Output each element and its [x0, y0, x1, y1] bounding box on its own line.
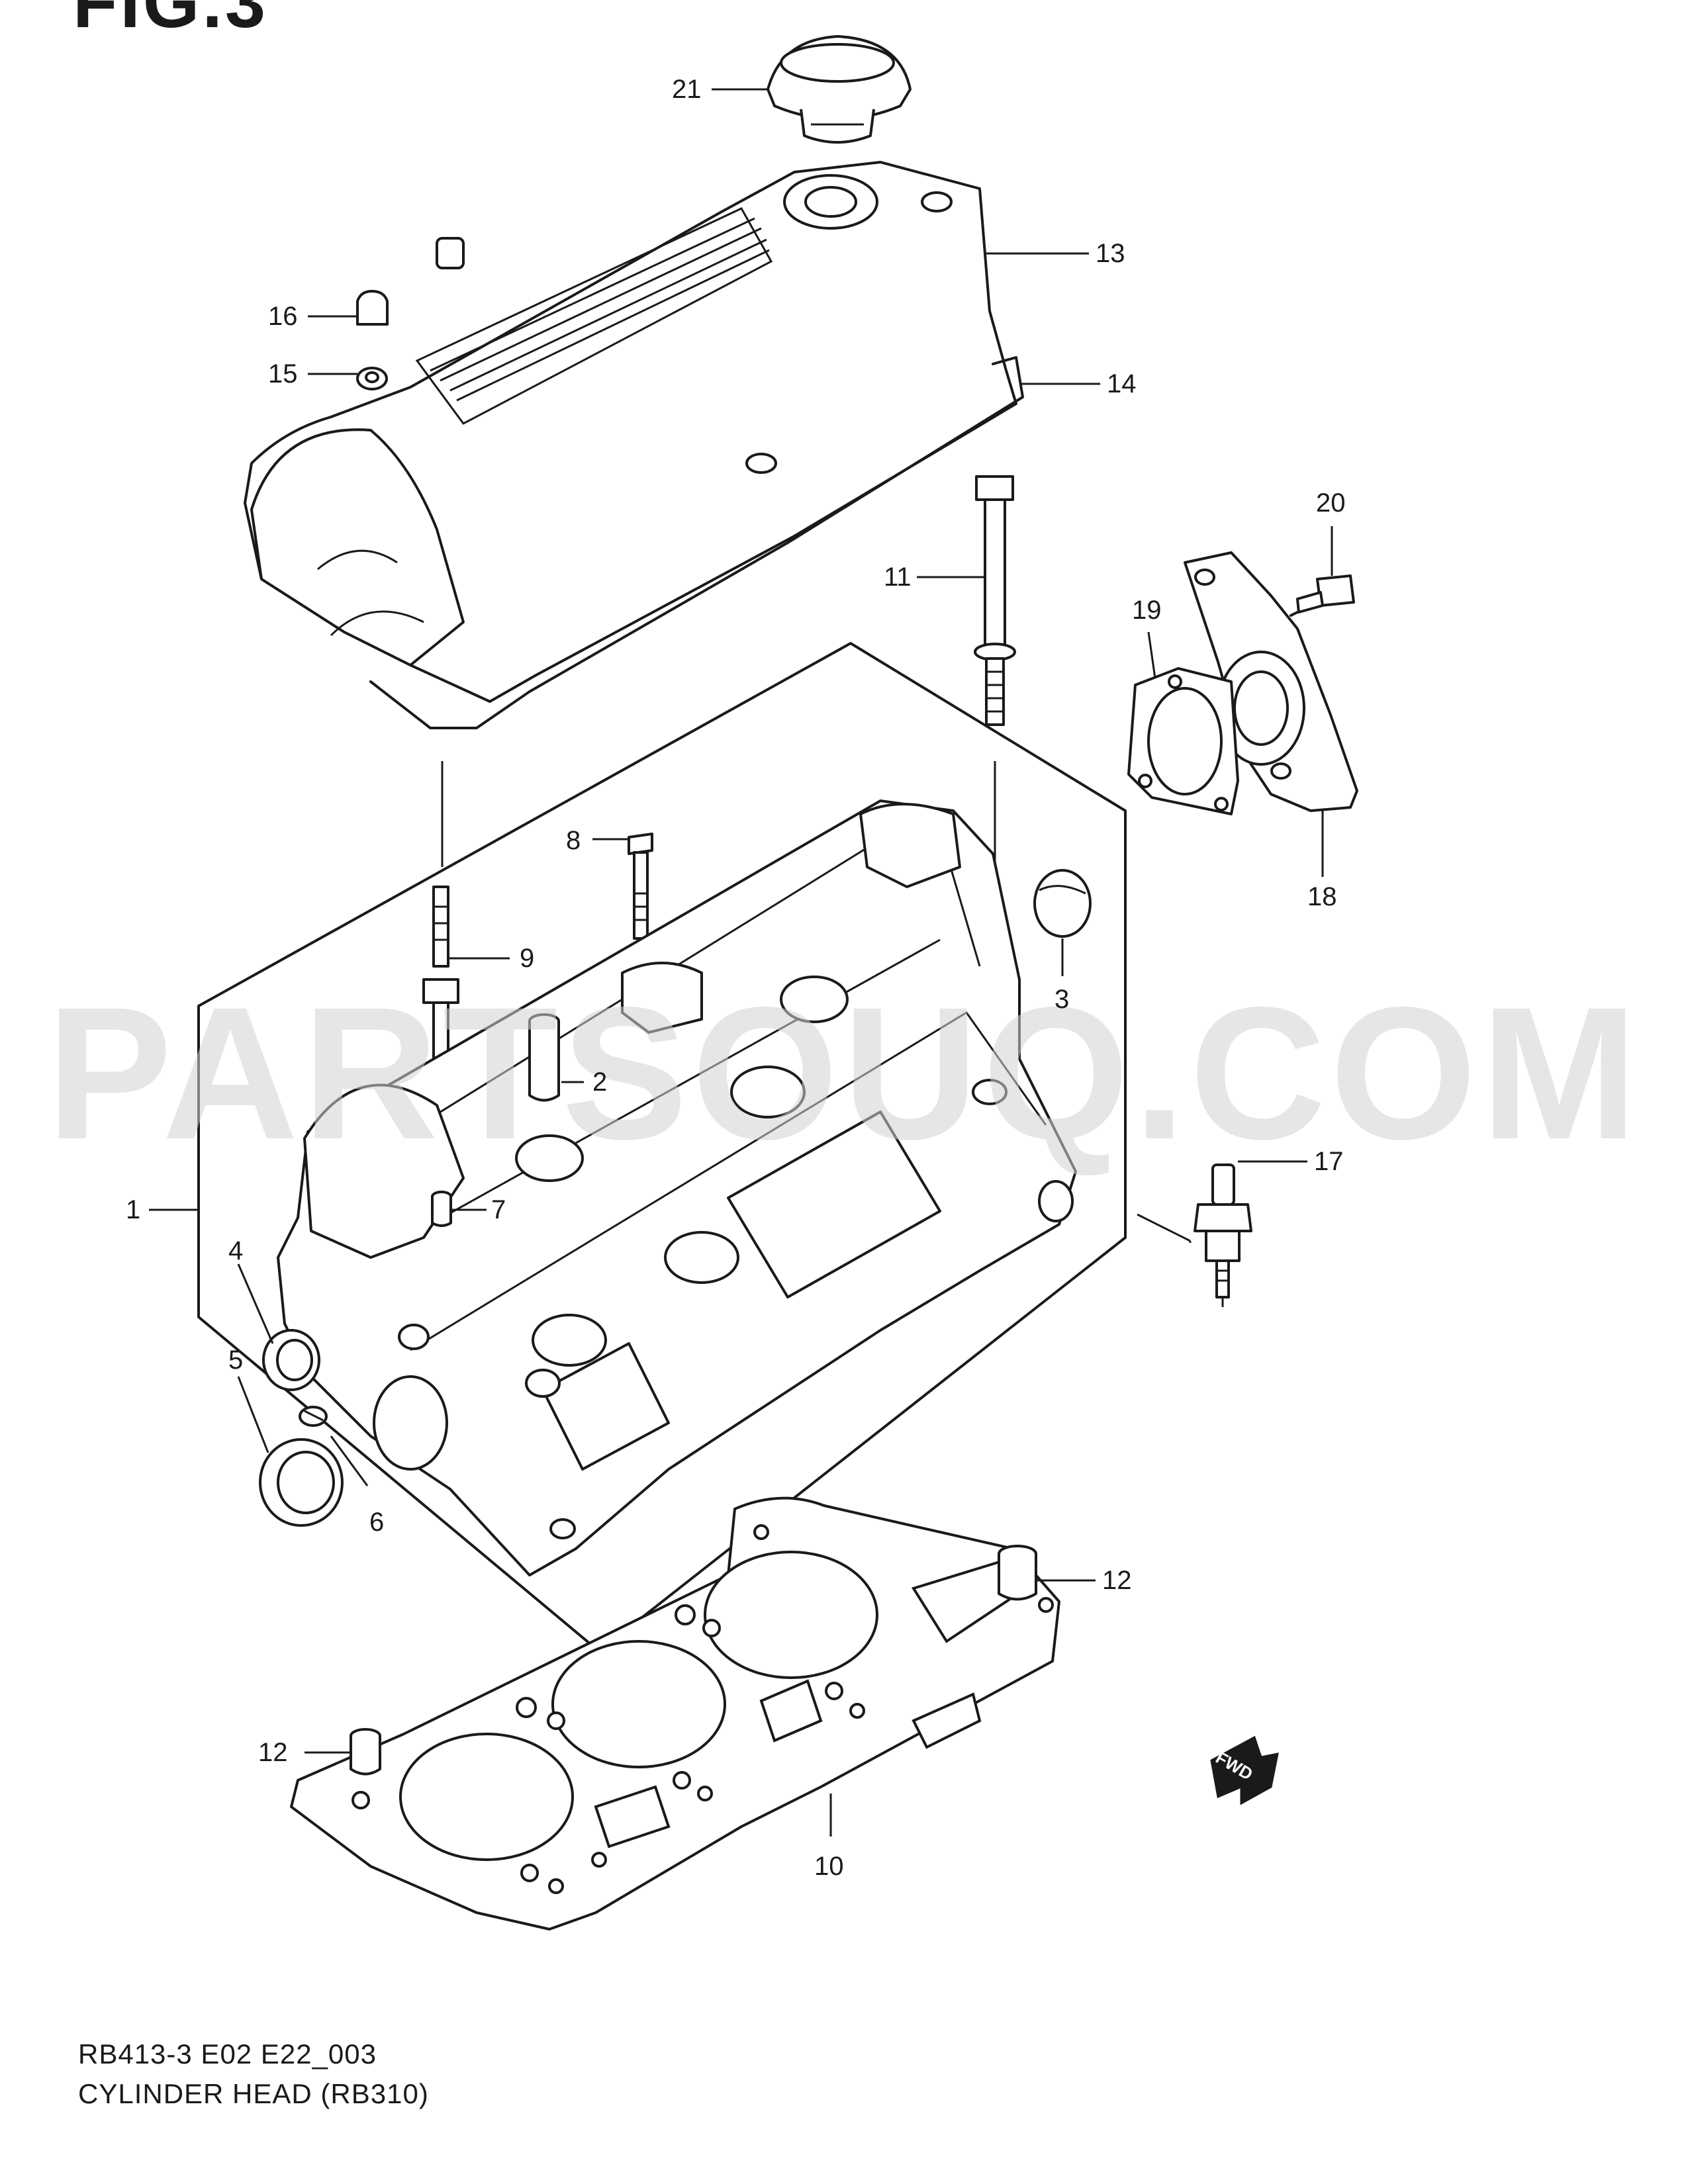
callout-18: 18: [1307, 882, 1337, 911]
callout-16: 16: [268, 302, 298, 331]
head-cover-gasket: [369, 356, 1024, 729]
leader-lines: [149, 88, 1333, 1837]
forward-arrow-icon: [1210, 1735, 1279, 1805]
callout-10: 10: [814, 1852, 844, 1881]
cylinder-head: [277, 799, 1077, 1576]
camshaft-seal: [259, 1438, 344, 1527]
callout-13: 13: [1096, 239, 1125, 268]
pin: [431, 1191, 452, 1227]
figure-label: FIG.3: [73, 0, 269, 43]
housing-bolt: [1289, 574, 1355, 617]
cylinder-head-cover: [244, 161, 1017, 703]
callout-21: 21: [672, 75, 702, 104]
diagram-code: RB413-3 E02 E22_003: [78, 2038, 377, 2070]
oil-filler-cap: [767, 35, 912, 144]
callout-3: 3: [1055, 985, 1070, 1014]
callout-6: 6: [369, 1508, 385, 1537]
diagram-title: CYLINDER HEAD (RB310): [78, 2078, 429, 2109]
callout-9: 9: [520, 944, 535, 973]
seal-washer: [356, 367, 388, 390]
callout-17: 17: [1314, 1147, 1344, 1176]
small-bolt: [628, 833, 653, 940]
callout-15: 15: [268, 359, 298, 388]
callout-19: 19: [1132, 596, 1162, 625]
dowel-pin-front: [350, 1728, 381, 1776]
callout-12-rear: 12: [1102, 1566, 1132, 1595]
callout-1: 1: [126, 1195, 141, 1224]
callout-12-front: 12: [258, 1738, 288, 1767]
callout-11: 11: [884, 563, 912, 592]
pipe-dowel: [528, 1013, 560, 1102]
threaded-plug: [299, 1406, 328, 1427]
oil-seal: [262, 1329, 320, 1391]
cylinder-head-gasket: [290, 1496, 1060, 1931]
cap-nut: [356, 290, 389, 326]
head-bolt: [974, 475, 1016, 726]
callout-5: 5: [228, 1345, 244, 1375]
callout-4: 4: [228, 1236, 244, 1265]
spark-plug: [1194, 1163, 1252, 1307]
cap-plug: [1033, 869, 1092, 938]
thermostat-case: [1184, 551, 1358, 812]
callout-8: 8: [566, 826, 581, 855]
dowel-pin-rear: [998, 1545, 1037, 1601]
thermostat-gasket: [1127, 667, 1239, 815]
callout-20: 20: [1316, 488, 1346, 518]
watermark-text: PARTSOUQ.COM: [46, 968, 1642, 1179]
callout-2: 2: [592, 1068, 608, 1097]
callout-14: 14: [1107, 369, 1137, 398]
callout-7: 7: [491, 1195, 506, 1224]
